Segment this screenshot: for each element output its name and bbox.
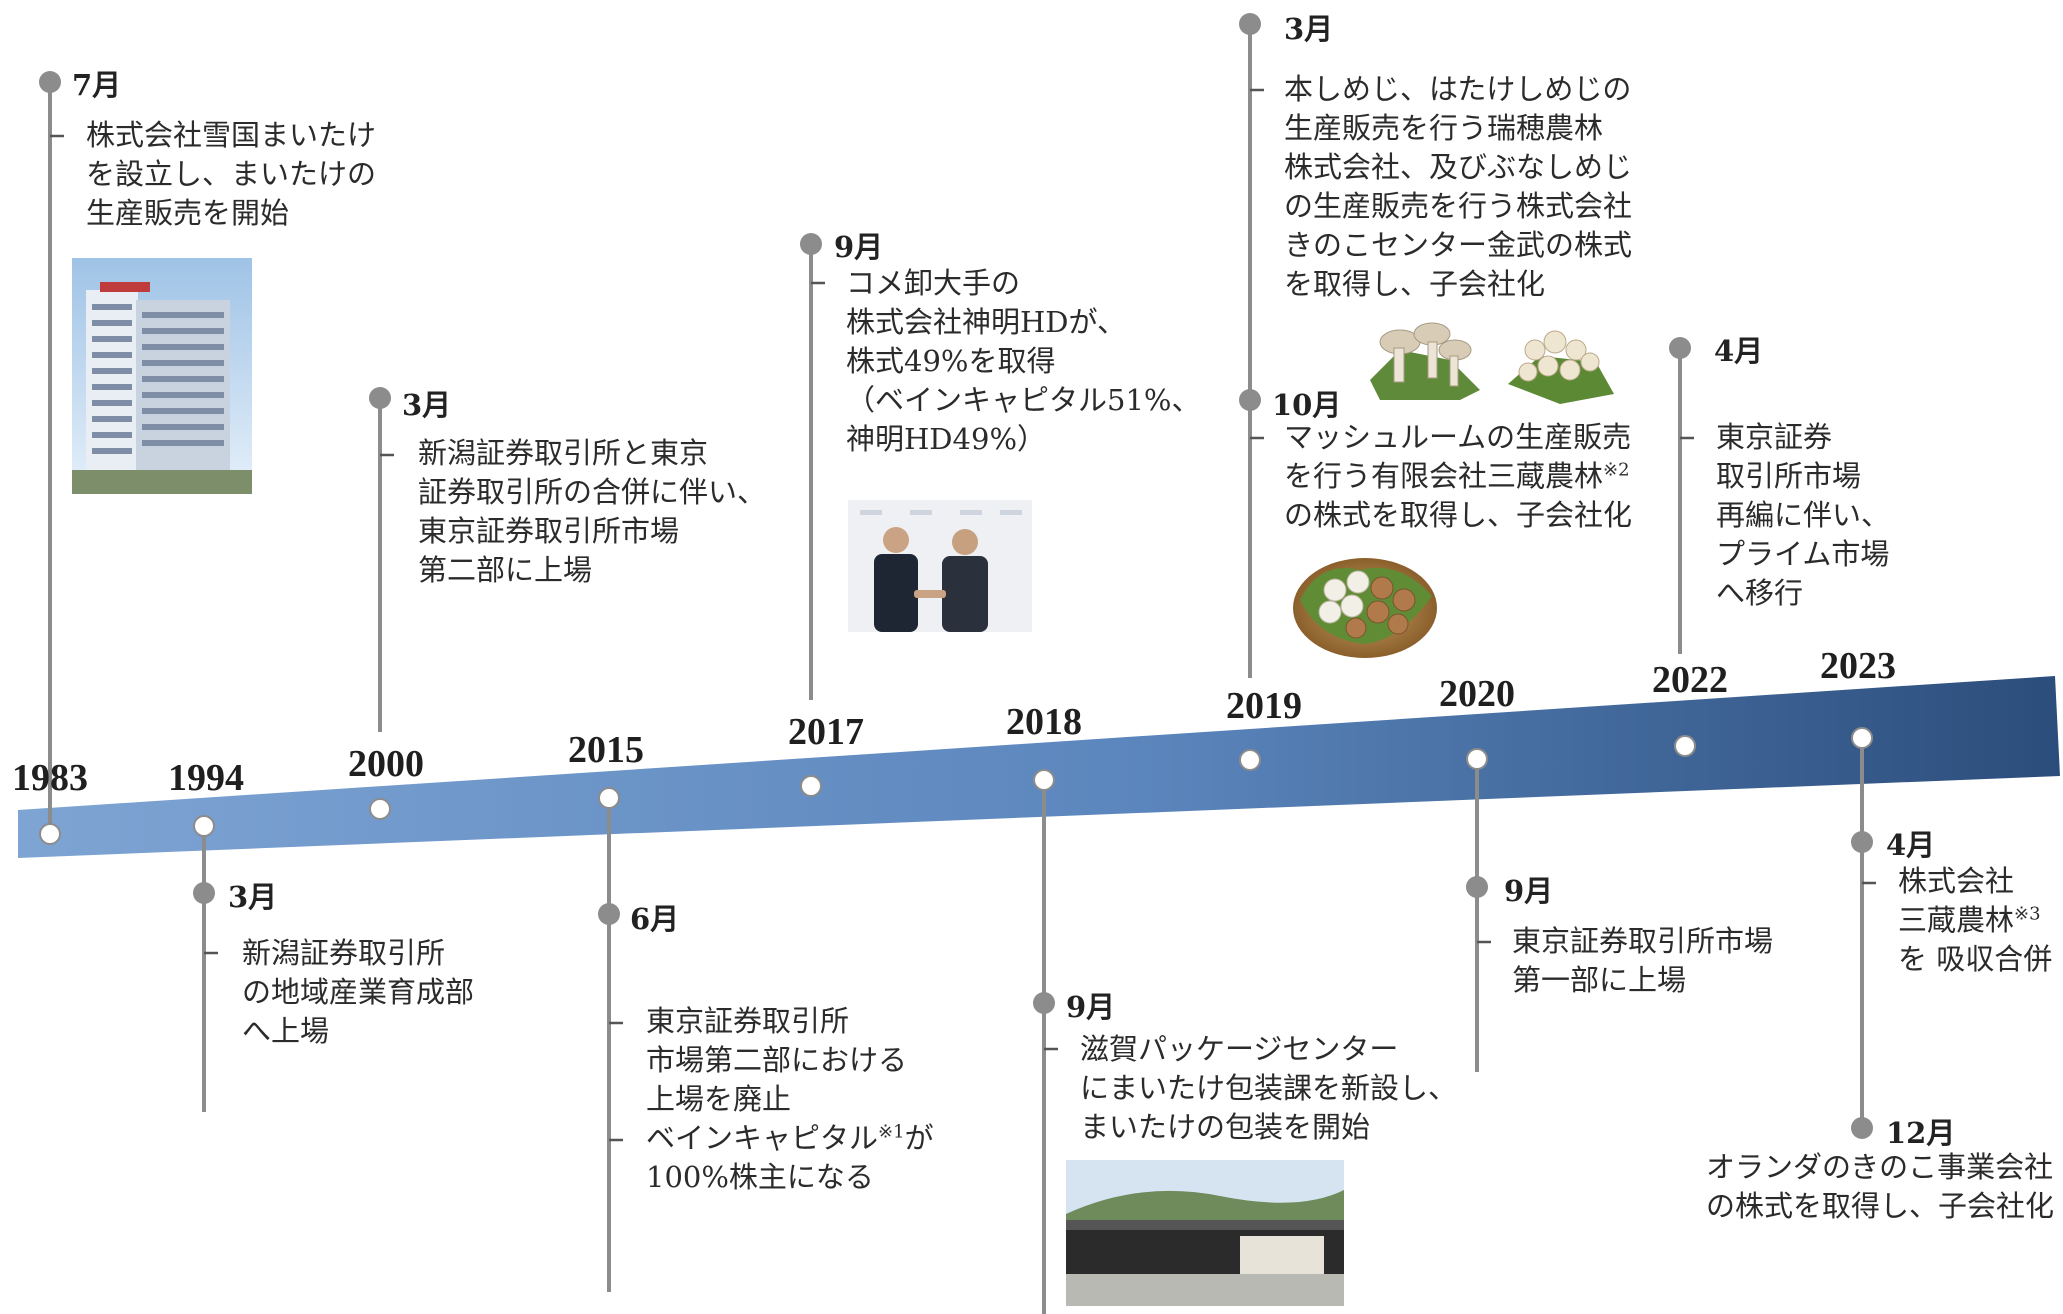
event-dot-2023-dec xyxy=(1851,1117,1873,1139)
event-month-2023-apr: 4月 xyxy=(1886,828,1936,862)
event-dot-2019-mar xyxy=(1239,13,1261,35)
event-dot-2015-jun xyxy=(598,903,620,925)
year-label-2000: 2000 xyxy=(348,743,424,785)
year-label-2015: 2015 xyxy=(568,729,644,771)
year-label-1994: 1994 xyxy=(168,757,244,799)
event-text-2017-sep: コメ卸大手の 株式会社神明HDが、 株式49%を取得 （ベインキャピタル51%、… xyxy=(846,266,1201,456)
event-month-1983-jul: 7月 xyxy=(72,68,122,102)
year-node-1994 xyxy=(193,815,215,837)
year-node-2017 xyxy=(800,775,822,797)
event-month-2015-jun: 6月 xyxy=(630,902,680,936)
year-node-2022 xyxy=(1674,735,1696,757)
year-node-1983 xyxy=(39,823,61,845)
event-month-2000-mar: 3月 xyxy=(402,388,452,422)
year-node-2023 xyxy=(1851,727,1873,749)
year-node-2018 xyxy=(1033,769,1055,791)
event-month-2017-sep: 9月 xyxy=(834,230,884,264)
event-text-2023-apr: 株式会社 三蔵農林※3 を 吸収合併 xyxy=(1898,864,2053,976)
event-month-2022-apr: 4月 xyxy=(1714,334,1764,368)
event-text-2022-apr: 東京証券 取引所市場 再編に伴い、 プライム市場 へ移行 xyxy=(1716,420,1891,610)
timeline-band xyxy=(18,676,2060,858)
event-dot-2022-apr xyxy=(1669,337,1691,359)
year-label-1983: 1983 xyxy=(12,757,88,799)
package-center-photo xyxy=(1066,1160,1344,1306)
event-text-2023-dec: オランダのきのこ事業会社 の株式を取得し、子会社化 xyxy=(1706,1150,2055,1223)
event-text-2000-mar: 新潟証券取引所と東京 証券取引所の合併に伴い、 東京証券取引所市場 第二部に上場 xyxy=(418,436,767,587)
year-label-2017: 2017 xyxy=(788,711,864,753)
event-text-2015-jun: 東京証券取引所 市場第二部における 上場を廃止 ベインキャピタル※1が 100%… xyxy=(646,1004,934,1194)
year-label-2019: 2019 xyxy=(1226,685,1302,727)
handshake-photo xyxy=(848,500,1032,632)
event-dot-2018-sep xyxy=(1033,992,1055,1014)
event-dot-2017-sep xyxy=(800,233,822,255)
event-dot-2019-oct xyxy=(1239,389,1261,411)
event-month-1994-mar: 3月 xyxy=(228,880,278,914)
event-text-1994-mar: 新潟証券取引所 の地域産業育成部 へ上場 xyxy=(242,936,475,1048)
shimeji-photos xyxy=(1370,322,1614,404)
year-label-2023: 2023 xyxy=(1820,645,1896,687)
company-building-photo xyxy=(72,258,252,494)
year-node-2019 xyxy=(1239,749,1261,771)
event-month-2019-oct: 10月 xyxy=(1272,388,1342,422)
event-dot-1994-mar xyxy=(193,882,215,904)
year-label-2020: 2020 xyxy=(1439,673,1515,715)
year-node-2020 xyxy=(1466,748,1488,770)
event-dot-2000-mar xyxy=(369,387,391,409)
event-dot-2020-sep xyxy=(1466,876,1488,898)
event-dot-1983-jul xyxy=(39,71,61,93)
event-text-2020-sep: 東京証券取引所市場 第一部に上場 xyxy=(1512,924,1774,997)
event-text-2018-sep: 滋賀パッケージセンター にまいたけ包装課を新設し、 まいたけの包装を開始 xyxy=(1080,1032,1458,1144)
event-month-2019-mar: 3月 xyxy=(1284,12,1334,46)
event-text-1983-jul: 株式会社雪国まいたけ を設立し、まいたけの 生産販売を開始 xyxy=(86,118,377,230)
mushroom-basket-photo xyxy=(1293,558,1437,658)
year-node-2000 xyxy=(369,798,391,820)
event-month-2020-sep: 9月 xyxy=(1504,874,1554,908)
event-month-2018-sep: 9月 xyxy=(1066,990,1116,1024)
year-node-2015 xyxy=(598,787,620,809)
event-month-2023-dec: 12月 xyxy=(1886,1116,1956,1150)
event-dot-2023-apr xyxy=(1851,831,1873,853)
event-text-2019-mar: 本しめじ、はたけしめじの 生産販売を行う瑞穂農林 株式会社、及びぶなしめじ の生… xyxy=(1284,72,1633,301)
event-text-2019-oct: マッシュルームの生産販売 を行う有限会社三蔵農林※2 の株式を取得し、子会社化 xyxy=(1284,420,1633,532)
year-label-2018: 2018 xyxy=(1006,701,1082,743)
year-label-2022: 2022 xyxy=(1652,659,1728,701)
